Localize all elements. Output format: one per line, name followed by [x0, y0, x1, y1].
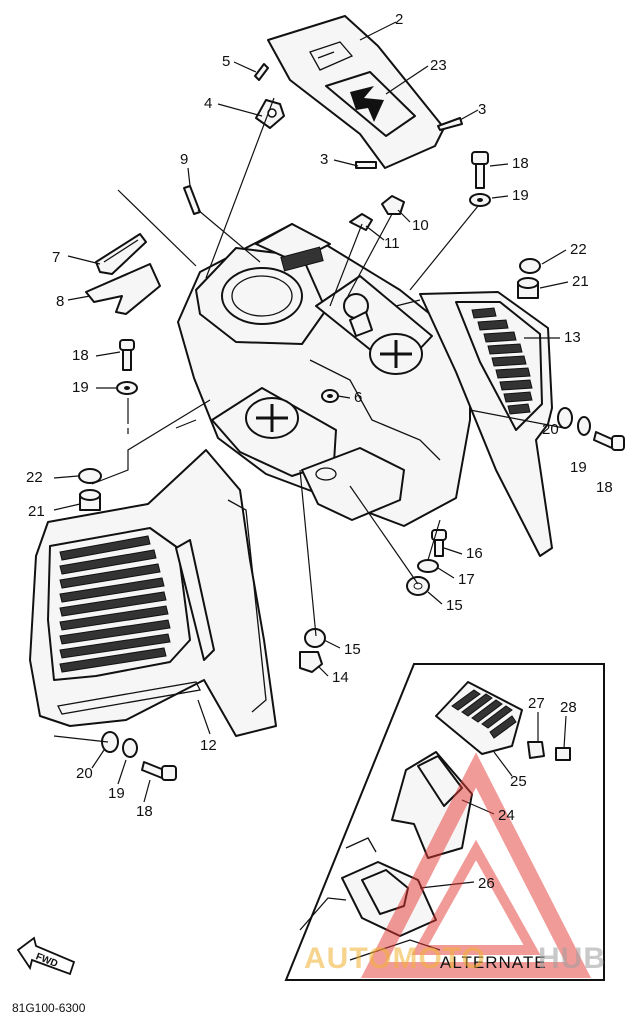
watermark-text-right: HUB [538, 942, 606, 975]
grommet-21-left [79, 489, 101, 511]
callout-25: 25 [510, 773, 527, 790]
part-8-bracket [85, 263, 161, 315]
main-body-assembly [177, 223, 471, 527]
nut-14 [299, 651, 323, 673]
part-3-pin-left [355, 161, 377, 169]
bolt-18-upper [471, 151, 489, 189]
callout-20-left: 20 [76, 765, 93, 782]
callout-18-left-low: 18 [136, 803, 153, 820]
callout-18-right: 18 [596, 479, 613, 496]
washer-20-right [557, 407, 573, 429]
grommet-22-right [519, 258, 541, 274]
callout-22-right: 22 [570, 241, 587, 258]
callout-17: 17 [458, 571, 475, 588]
part-12-left-side-panel [29, 449, 277, 737]
callout-19-upper: 19 [512, 187, 529, 204]
watermark-text-left: AUTOMOTO [304, 942, 486, 975]
bolt-16 [431, 529, 447, 557]
callout-19-left: 19 [72, 379, 89, 396]
callout-18-upper: 18 [512, 155, 529, 172]
washer-20-left [101, 731, 119, 753]
callout-24: 24 [498, 807, 515, 824]
callout-21-left: 21 [28, 503, 45, 520]
bolt-18-left-low [141, 761, 177, 781]
callout-16: 16 [466, 545, 483, 562]
callout-3-left: 3 [320, 151, 328, 168]
callout-10: 10 [412, 217, 429, 234]
callout-6: 6 [354, 389, 362, 406]
grommet-22-left [78, 468, 102, 484]
callout-7: 7 [52, 249, 60, 266]
callout-26: 26 [478, 875, 495, 892]
washer-19-left-low [122, 738, 138, 758]
callout-4: 4 [204, 95, 212, 112]
drawing-code: 81G100-6300 [12, 1001, 86, 1015]
part-9-pin [183, 185, 201, 215]
washer-19-upper [469, 193, 491, 207]
washer-15-right [406, 576, 430, 596]
part-10-cap [381, 195, 405, 215]
callout-18-left: 18 [72, 347, 89, 364]
grommet-21-right [517, 277, 539, 299]
callout-3-right: 3 [478, 101, 486, 118]
leader-lines [53, 21, 569, 803]
part-5-pin [254, 63, 269, 81]
callout-12: 12 [200, 737, 217, 754]
callout-2: 2 [395, 11, 403, 28]
part-4-clip [255, 99, 285, 129]
part-2-top-cover [267, 15, 445, 169]
watermark [360, 752, 592, 978]
callout-22-left: 22 [26, 469, 43, 486]
callout-28: 28 [560, 699, 577, 716]
washer-19-left [116, 381, 138, 395]
callout-15-right: 15 [446, 597, 463, 614]
part-3-pin-right [437, 117, 463, 131]
part-7-bracket [95, 233, 147, 275]
washer-19-right [577, 416, 591, 436]
callout-8: 8 [56, 293, 64, 310]
part-25-grill [435, 681, 523, 755]
callout-labels: 2 23 5 4 3 3 9 18 19 10 11 22 21 7 8 13 … [26, 11, 613, 892]
callout-15-center: 15 [344, 641, 361, 658]
callout-21-right: 21 [572, 273, 589, 290]
callout-11: 11 [384, 235, 400, 252]
watermark-text: AUTOMOTO HUB [304, 942, 606, 975]
callout-14: 14 [332, 669, 349, 686]
washer-17 [417, 559, 439, 573]
inset-label: ALTERNATE [440, 953, 547, 972]
bolt-18-right [593, 431, 625, 451]
callout-20-right: 20 [542, 421, 559, 438]
bolt-18-left [119, 339, 135, 371]
callout-27: 27 [528, 695, 545, 712]
fwd-arrow-icon: FWD [16, 936, 76, 976]
part-28-screw [555, 747, 571, 761]
callout-5: 5 [222, 53, 230, 70]
part-27-nut [527, 741, 545, 759]
callout-9: 9 [180, 151, 188, 168]
callout-19-left-low: 19 [108, 785, 125, 802]
part-13-right-side-panel [419, 291, 553, 557]
callout-19-right: 19 [570, 459, 587, 476]
grommet-6 [321, 389, 339, 403]
callout-13: 13 [564, 329, 581, 346]
callout-23: 23 [430, 57, 447, 74]
